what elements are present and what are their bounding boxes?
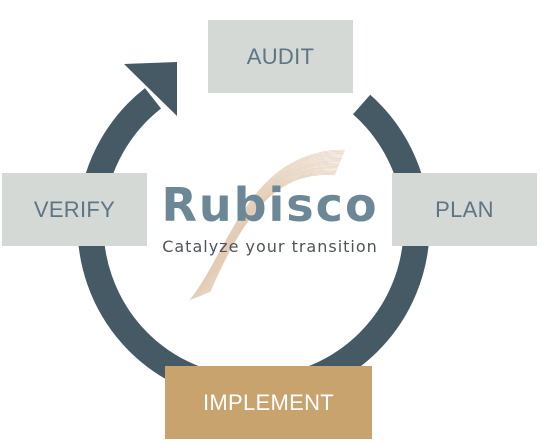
wave-lines-icon xyxy=(189,149,346,301)
stage-implement: IMPLEMENT xyxy=(165,366,372,439)
stage-plan-label: PLAN xyxy=(435,196,494,222)
stage-verify-label: VERIFY xyxy=(33,196,116,222)
brand-name: Rubisco xyxy=(161,178,379,232)
stage-verify: VERIFY xyxy=(2,173,147,246)
stage-audit: AUDIT xyxy=(208,20,353,93)
stage-audit-label: AUDIT xyxy=(246,43,315,69)
brand-tagline: Catalyze your transition xyxy=(162,237,378,256)
stage-implement-label: IMPLEMENT xyxy=(202,389,335,415)
stage-plan: PLAN xyxy=(392,173,537,246)
cycle-arrow-icon xyxy=(124,62,177,116)
